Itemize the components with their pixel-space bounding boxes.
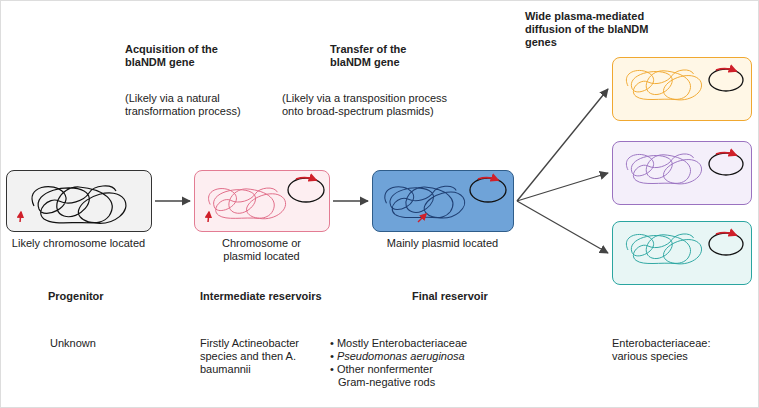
plasmid-symbol: [709, 233, 743, 255]
plasmid-symbol: [288, 178, 324, 202]
stage-heading: Acquisition of the blaNDM gene: [125, 43, 235, 69]
reservoir-box: [612, 221, 752, 285]
flow-arrow: [517, 89, 608, 201]
gene-arrow: [418, 214, 426, 222]
location-caption: Chromosome or plasmid located: [212, 237, 312, 263]
flow-arrow: [517, 173, 608, 201]
annotation-text: Firstly Actineobacter species and then A…: [200, 337, 322, 377]
reservoir-box: [612, 57, 752, 121]
annotation-text: Unknown: [50, 337, 150, 350]
chromosome-symbol: [32, 186, 126, 223]
annotation-text: (Likely via a transposition process onto…: [282, 92, 457, 118]
chromosome-symbol: [626, 70, 701, 100]
gene-arrow: [716, 153, 736, 155]
annotation-text: (Likely via a natural transformation pro…: [125, 92, 250, 118]
bullet-item: • Other nonfermenter Gram-negative rods: [330, 363, 450, 389]
reservoir-box: Chromosome or plasmid located: [194, 170, 330, 232]
chromosome-symbol: [626, 234, 701, 264]
gene-arrow: [716, 233, 736, 235]
gene-arrow: [296, 178, 316, 180]
bullet-item: • Mostly Enterobacteriaceae: [330, 337, 498, 350]
stage-heading: Final reservoir: [412, 290, 532, 303]
chromosome-symbol: [209, 188, 286, 219]
stage-heading: Transfer of the blaNDM gene: [330, 43, 430, 69]
reservoir-box: Mainly plasmid located: [372, 170, 514, 232]
gene-arrow: [208, 212, 209, 222]
gene-arrow: [20, 212, 21, 222]
plasmid-symbol: [709, 69, 743, 91]
chromosome-symbol: [626, 154, 701, 184]
reservoir-box: Likely chromosome located: [6, 170, 152, 232]
location-caption: Mainly plasmid located: [368, 237, 518, 250]
gene-arrow: [478, 178, 498, 180]
stage-heading: Progenitor: [48, 290, 148, 303]
reservoir-box: [612, 141, 752, 205]
bullet-item: • Pseudomonas aeruginosa: [330, 350, 498, 363]
plasmid-symbol: [709, 153, 743, 175]
flow-arrow: [155, 200, 190, 201]
annotation-text: Enterobacteriaceae: various species: [612, 337, 724, 363]
location-caption: Likely chromosome located: [4, 237, 154, 250]
chromosome-symbol: [385, 186, 465, 218]
stage-heading: Wide plasma-mediated diffusion of the bl…: [525, 10, 675, 50]
flow-arrow: [517, 201, 608, 253]
plasmid-symbol: [470, 178, 506, 202]
gene-arrow: [716, 69, 736, 71]
flow-arrow: [333, 200, 368, 201]
stage-heading: Intermediate reservoirs: [200, 290, 350, 303]
